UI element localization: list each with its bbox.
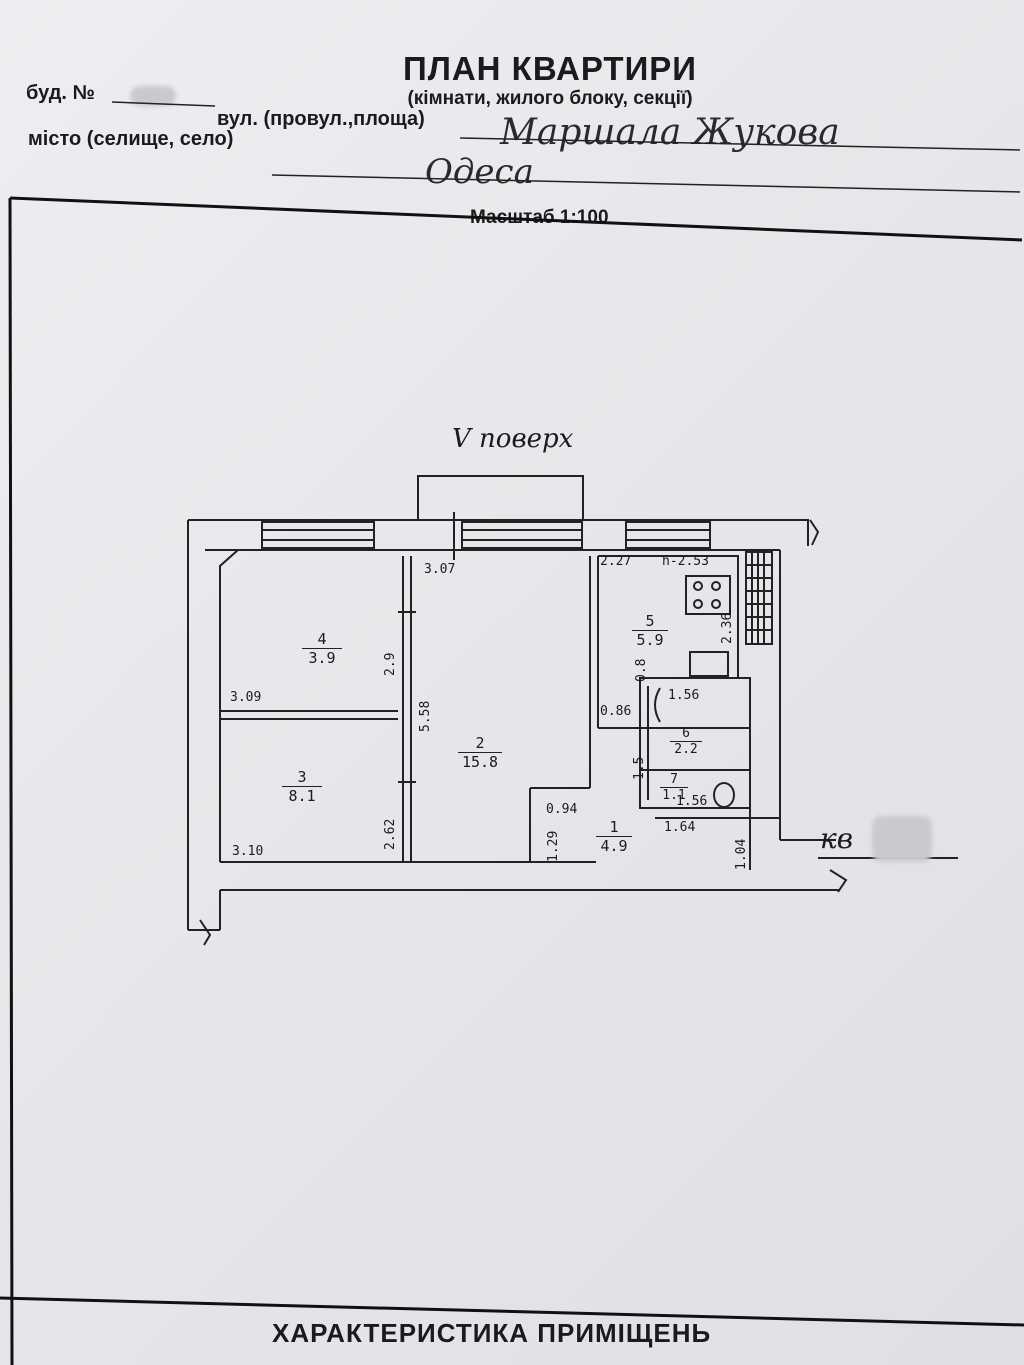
room-6-area: 2.2 [670,741,702,757]
document-subtitle: (кімнати, жилого блоку, секції) [407,88,693,109]
dim-1-56-bath: 1.56 [668,688,700,703]
dim-1-56-wc: 1.56 [676,794,708,809]
dim-2-62: 2.62 [383,818,398,850]
room-4-area: 3.9 [302,648,342,667]
document-title: ПЛАН КВАРТИРИ [402,50,698,87]
dim-3-07: 3.07 [424,562,456,577]
room-6-label: 6 2.2 [670,726,702,757]
floor-label: V поверх [452,424,574,454]
redacted-building-number [130,86,176,106]
building-number-label: буд. № [26,82,95,104]
apartment-label: кв [820,822,854,855]
dim-1-04: 1.04 [734,838,749,870]
dim-2-36: 2.36 [720,612,735,644]
section-heading: ХАРАКТЕРИСТИКА ПРИМІЩЕНЬ [272,1318,712,1348]
city-value: Одеса [425,152,534,192]
room-1-area: 4.9 [596,836,632,855]
room-3-label: 3 8.1 [282,768,322,805]
room-4-number: 4 [317,630,327,648]
room-5-label: 5 5.9 [632,612,668,649]
dim-1-64: 1.64 [664,820,696,835]
room-2-area: 15.8 [458,752,502,771]
room-4-label: 4 3.9 [302,630,342,667]
room-5-area: 5.9 [632,630,668,649]
room-2-label: 2 15.8 [458,734,502,771]
room-7-label: 7 1.1 [660,772,688,803]
room-7-number: 7 [670,772,678,787]
room-2-number: 2 [475,734,485,752]
room-1-number: 1 [609,818,619,836]
room-3-number: 3 [297,768,307,786]
dim-0-8: 0.8 [634,658,649,682]
dim-5-58: 5.58 [418,700,433,732]
room-3-area: 8.1 [282,786,322,805]
dim-2-27: 2.27 [600,554,632,569]
dim-0-86: 0.86 [600,704,632,719]
dim-0-94: 0.94 [546,802,578,817]
ceiling-height: h-2.53 [662,554,709,569]
room-5-number: 5 [645,612,655,630]
room-6-number: 6 [682,726,690,741]
dim-3-10: 3.10 [232,844,264,859]
city-label: місто (селище, село) [28,128,234,150]
street-label: вул. (провул.,площа) [217,108,425,130]
room-7-area: 1.1 [660,787,688,803]
redacted-apartment-number [872,816,932,862]
dim-3-09: 3.09 [230,690,262,705]
dim-1-5: 1.5 [632,756,647,780]
dim-1-29: 1.29 [546,830,561,862]
room-1-label: 1 4.9 [596,818,632,855]
dim-2-9: 2.9 [383,652,398,676]
street-value: Маршала Жукова [500,112,840,153]
